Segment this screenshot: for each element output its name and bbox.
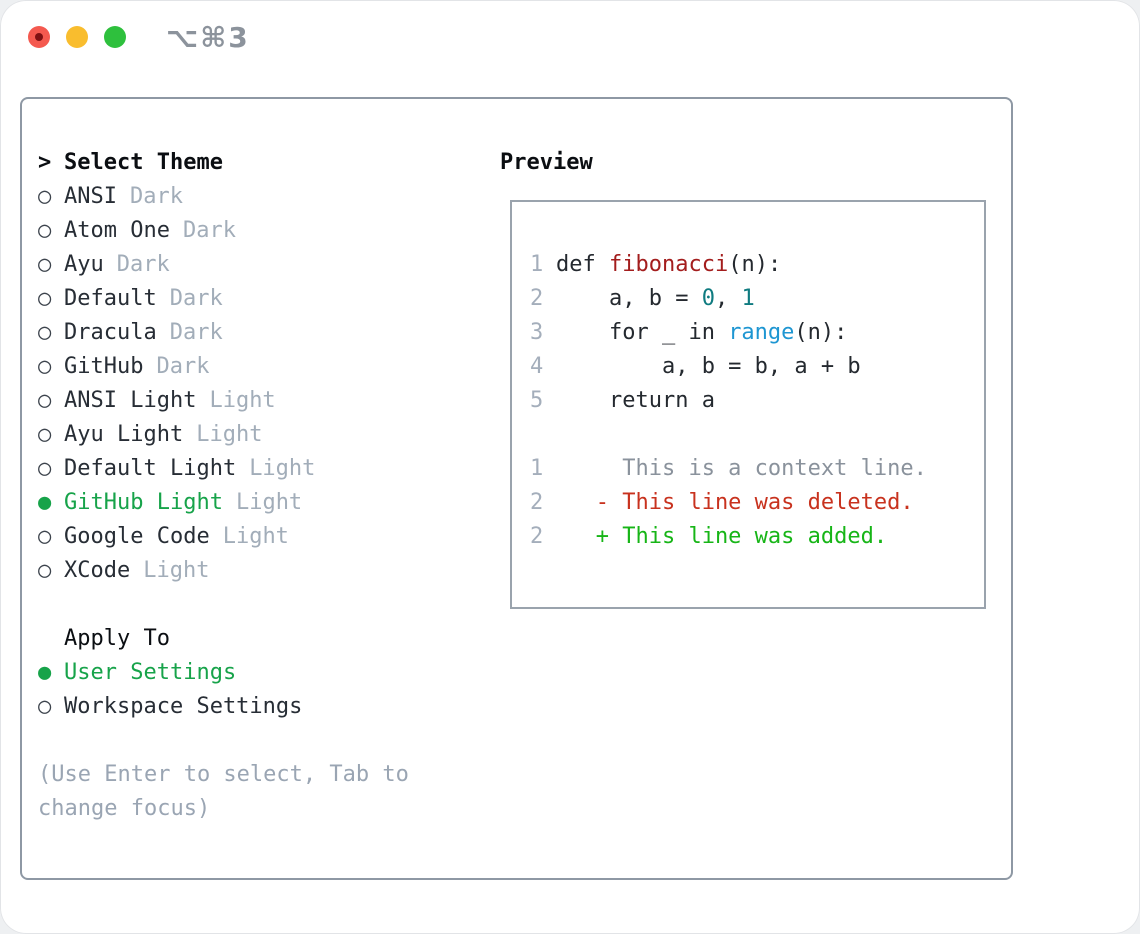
- select-theme-title: Select Theme: [64, 150, 223, 175]
- radio-selected-icon: ●: [38, 490, 52, 515]
- spacer: [38, 724, 409, 758]
- diff-context-line: 1 This is a context line.: [530, 452, 927, 486]
- preview-title: Preview: [500, 150, 593, 175]
- line-number: 2: [530, 490, 544, 515]
- zoom-button[interactable]: [104, 26, 126, 48]
- code-line: 4 a, b = b, a + b: [530, 350, 927, 384]
- radio-icon: ○: [38, 252, 52, 277]
- radio-icon: ○: [38, 456, 52, 481]
- code-line: 3 for _ in range(n):: [530, 316, 927, 350]
- hint-line-2: change focus): [38, 796, 211, 821]
- radio-selected-icon: ●: [38, 660, 52, 685]
- apply-to-header: Apply To: [38, 622, 409, 656]
- radio-icon: ○: [38, 524, 52, 549]
- radio-icon: ○: [38, 354, 52, 379]
- close-button[interactable]: [28, 26, 50, 48]
- title-bar: ⌥⌘3: [0, 0, 1140, 74]
- line-number: 3: [530, 320, 544, 345]
- radio-icon: ○: [38, 558, 52, 583]
- apply-option-workspace-settings[interactable]: ○Workspace Settings: [38, 690, 409, 724]
- code-line-blank: [530, 418, 927, 452]
- line-number: 1: [530, 252, 544, 277]
- diff-added-line: 2 + This line was added.: [530, 520, 927, 554]
- focus-caret-icon: >: [38, 150, 52, 175]
- line-number: 5: [530, 388, 544, 413]
- preview-box: [510, 200, 986, 609]
- line-number: 2: [530, 286, 544, 311]
- code-line: 2 a, b = 0, 1: [530, 282, 927, 316]
- line-number: 1: [530, 456, 544, 481]
- line-number: 2: [530, 524, 544, 549]
- window-title-shortcut: ⌥⌘3: [166, 21, 250, 54]
- line-number: 4: [530, 354, 544, 379]
- close-button-dot: [35, 33, 43, 41]
- radio-icon: ○: [38, 320, 52, 345]
- select-theme-header: > Select Theme: [38, 146, 409, 180]
- radio-icon: ○: [38, 694, 52, 719]
- spacer: [38, 588, 409, 622]
- radio-icon: ○: [38, 184, 52, 209]
- apply-to-title: Apply To: [64, 626, 170, 651]
- diff-deleted-line: 2 - This line was deleted.: [530, 486, 927, 520]
- code-line: 5 return a: [530, 384, 927, 418]
- radio-icon: ○: [38, 388, 52, 413]
- apply-option-user-settings[interactable]: ●User Settings: [38, 656, 409, 690]
- hint-line-1: (Use Enter to select, Tab to: [38, 762, 409, 787]
- minimize-button[interactable]: [66, 26, 88, 48]
- radio-icon: ○: [38, 422, 52, 447]
- radio-icon: ○: [38, 218, 52, 243]
- radio-icon: ○: [38, 286, 52, 311]
